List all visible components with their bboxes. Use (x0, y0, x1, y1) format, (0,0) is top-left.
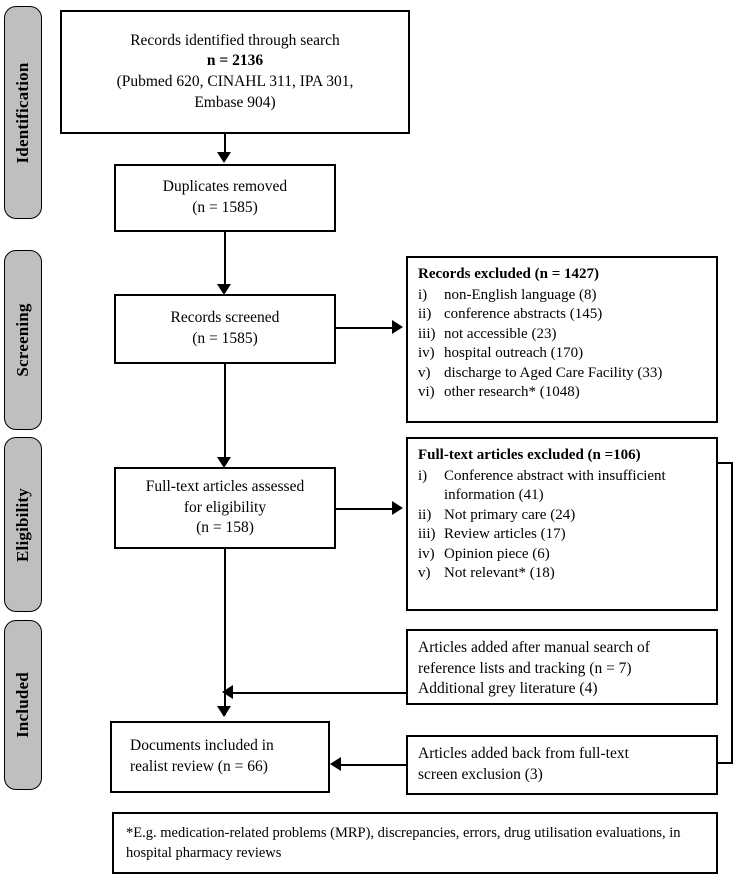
bracket-vertical-segment (731, 462, 733, 762)
list-item-number: v) (418, 364, 431, 381)
list-item: v) Not relevant* (18) (418, 564, 708, 584)
footnote-line-1: *E.g. medication-related problems (MRP),… (126, 825, 593, 841)
fulltext-assessed-line-2: for eligibility (183, 498, 267, 516)
list-item: vi) other research* (1048) (418, 383, 708, 403)
records-excluded-heading: Records excluded (n = 1427) (418, 266, 600, 282)
box-fulltext-excluded: Full-text articles excluded (n =106) i) … (406, 437, 718, 611)
manual-added-line-2: reference lists and tracking (n = 7) (418, 659, 632, 677)
manual-added-line-1: Articles added after manual search of (418, 639, 650, 656)
list-item-number: iii) (418, 526, 436, 543)
box-records-screened: Records screened (n = 1585) (114, 294, 336, 364)
records-excluded-list: i) non-English language (8) ii) conferen… (418, 286, 708, 403)
list-item-number: ii) (418, 506, 432, 523)
list-item-number: iv) (418, 345, 435, 362)
list-item-number: i) (418, 467, 428, 484)
list-item-text: discharge to Aged Care Facility (33) (444, 364, 663, 381)
connector-screened-to-excluded (336, 327, 394, 329)
box-documents-included: Documents included in realist review (n … (110, 721, 330, 793)
arrowhead-down-fulltext (217, 457, 231, 468)
box-manual-search-added: Articles added after manual search of re… (406, 629, 718, 705)
list-item: ii) Not primary care (24) (418, 506, 708, 526)
records-identified-sources-1: (Pubmed 620, CINAHL 311, IPA 301, (116, 73, 354, 90)
list-item-text: other research* (1048) (444, 384, 580, 401)
fulltext-assessed-line-1: Full-text articles assessed (145, 478, 305, 496)
duplicates-removed-label: Duplicates removed (162, 178, 288, 196)
fulltext-excluded-list: i) Conference abstract with insufficient… (418, 467, 708, 584)
list-item: iii) not accessible (23) (418, 325, 708, 345)
list-item: i) non-English language (8) (418, 286, 708, 306)
list-item: iv) Opinion piece (6) (418, 545, 708, 565)
connector-duplicates-to-screened (224, 232, 226, 286)
box-articles-added-back: Articles added back from full-text scree… (406, 735, 718, 795)
list-item-number: ii) (418, 306, 432, 323)
list-item-number: v) (418, 565, 431, 582)
documents-included-line-1: Documents included in (130, 737, 274, 755)
list-item-text: Review articles (17) (444, 526, 566, 543)
list-item-text: Conference abstract with insufficient in… (444, 467, 666, 504)
connector-fulltext-to-excluded (336, 508, 394, 510)
arrowhead-down-duplicates (217, 152, 231, 163)
added-back-line-2: screen exclusion (3) (418, 766, 543, 783)
stage-label-included: Included (13, 672, 32, 738)
list-item: iii) Review articles (17) (418, 525, 708, 545)
records-screened-count: (n = 1585) (192, 330, 258, 347)
stage-label-screening: Screening (13, 303, 32, 377)
list-item-text: Not relevant* (18) (444, 565, 555, 582)
connector-screened-to-fulltext (224, 364, 226, 459)
list-item-number: i) (418, 286, 428, 303)
list-item-number: vi) (418, 384, 435, 401)
footnote-line-2: evaluations, in hospital pharmacy review… (126, 825, 681, 862)
box-records-identified: Records identified through search n = 21… (60, 10, 410, 134)
stage-label-eligibility: Eligibility (13, 487, 32, 562)
list-item-text: Not primary care (24) (444, 506, 576, 523)
bracket-top-segment (718, 462, 733, 464)
list-item: iv) hospital outreach (170) (418, 344, 708, 364)
connector-added-back-to-included (338, 764, 406, 766)
list-item-text: hospital outreach (170) (444, 345, 584, 362)
box-fulltext-assessed: Full-text articles assessed for eligibil… (114, 467, 336, 549)
fulltext-excluded-heading: Full-text articles excluded (n =106) (418, 447, 641, 463)
arrowhead-left-manual-added (222, 685, 233, 699)
list-item-number: iii) (418, 325, 436, 342)
added-back-line-1: Articles added back from full-text (418, 745, 629, 763)
documents-included-line-2: realist review (n = 66) (130, 758, 268, 775)
stage-bar-included: Included (4, 620, 42, 790)
stage-bar-eligibility: Eligibility (4, 437, 42, 612)
arrowhead-right-records-excluded (392, 320, 403, 334)
list-item: ii) conference abstracts (145) (418, 305, 708, 325)
list-item-text: not accessible (23) (444, 325, 557, 342)
connector-fulltext-to-included (224, 549, 226, 715)
list-item-text: Opinion piece (6) (444, 545, 550, 562)
arrowhead-right-fulltext-excluded (392, 501, 403, 515)
records-identified-count: n = 2136 (206, 52, 264, 70)
records-identified-line-1: Records identified through search (130, 31, 340, 49)
connector-identified-to-duplicates (224, 134, 226, 154)
stage-bar-screening: Screening (4, 250, 42, 430)
box-records-excluded: Records excluded (n = 1427) i) non-Engli… (406, 256, 718, 423)
bracket-bottom-segment (718, 762, 733, 764)
stage-bar-identification: Identification (4, 6, 42, 219)
arrowhead-down-included (217, 706, 231, 717)
records-identified-sources-2: Embase 904) (194, 93, 276, 111)
fulltext-assessed-count: (n = 158) (196, 519, 254, 537)
list-item-text: non-English language (8) (444, 286, 597, 303)
list-item-text: conference abstracts (145) (444, 306, 603, 323)
arrowhead-down-screened (217, 284, 231, 295)
list-item: v) discharge to Aged Care Facility (33) (418, 364, 708, 384)
list-item: i) Conference abstract with insufficient… (418, 467, 708, 506)
arrowhead-left-added-back (330, 757, 341, 771)
connector-manual-added-to-axis (230, 692, 406, 694)
manual-added-line-3: Additional grey literature (4) (418, 680, 598, 698)
list-item-number: iv) (418, 545, 435, 562)
box-duplicates-removed: Duplicates removed (n = 1585) (114, 164, 336, 232)
stage-label-identification: Identification (13, 61, 32, 164)
duplicates-removed-count: (n = 1585) (192, 199, 258, 216)
footnote-box: *E.g. medication-related problems (MRP),… (112, 812, 718, 874)
records-screened-label: Records screened (170, 309, 280, 327)
